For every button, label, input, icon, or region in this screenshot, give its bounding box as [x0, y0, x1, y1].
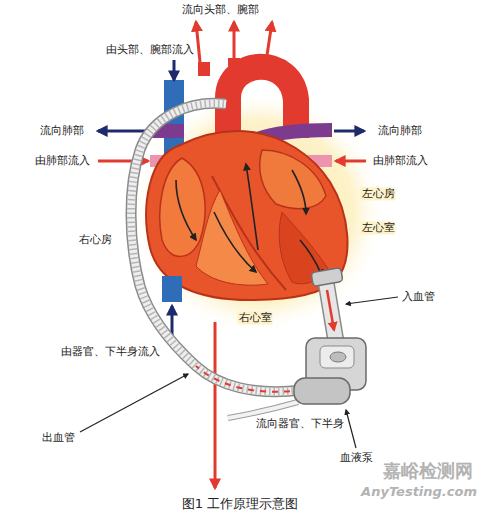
driveline-cable [228, 402, 298, 418]
flow-label: 流向肺部 [39, 124, 85, 137]
flow-arrow [334, 130, 364, 133]
chamber-label: 左心室 [361, 221, 396, 234]
part-label: 出血管 [41, 431, 76, 444]
flow-label: 由头部、腕部流入 [105, 43, 195, 56]
inflow-cannula [311, 268, 343, 342]
leader-line [346, 410, 356, 448]
flow-arrow [196, 22, 272, 62]
leader-line [80, 374, 188, 432]
flow-arrow [98, 130, 150, 133]
chamber-label: 左心房 [361, 187, 396, 200]
flow-label: 流向头部、腕部 [181, 3, 260, 16]
flow-label: 流向器官、下半身 [255, 417, 345, 430]
part-label: 入血管 [401, 290, 436, 303]
figure-caption: 图1 工作原理示意图 [182, 496, 298, 512]
flow-label: 流向肺部 [377, 124, 423, 137]
chamber-label: 右心室 [238, 311, 273, 324]
chamber-label: 右心房 [78, 233, 113, 246]
part-label: 血液泵 [339, 451, 374, 464]
heart [146, 131, 347, 300]
driveline-cable [228, 402, 298, 418]
flow-label: 由器官、下半身流入 [60, 345, 161, 358]
flow-arrow [214, 322, 217, 488]
flow-arrow [336, 160, 366, 163]
flow-label: 由肺部流入 [34, 154, 91, 167]
heart-glow [130, 90, 386, 334]
flow-label: 由肺部流入 [372, 154, 429, 167]
blood-flow-arrow [176, 164, 322, 276]
blood-pump [294, 338, 366, 404]
leader-line [346, 297, 398, 304]
watermark: 嘉峪检测网 [382, 460, 474, 482]
inferior-vena-cava [162, 276, 182, 302]
watermark: AnyTesting.com [360, 484, 478, 500]
flow-arrow [173, 60, 176, 80]
